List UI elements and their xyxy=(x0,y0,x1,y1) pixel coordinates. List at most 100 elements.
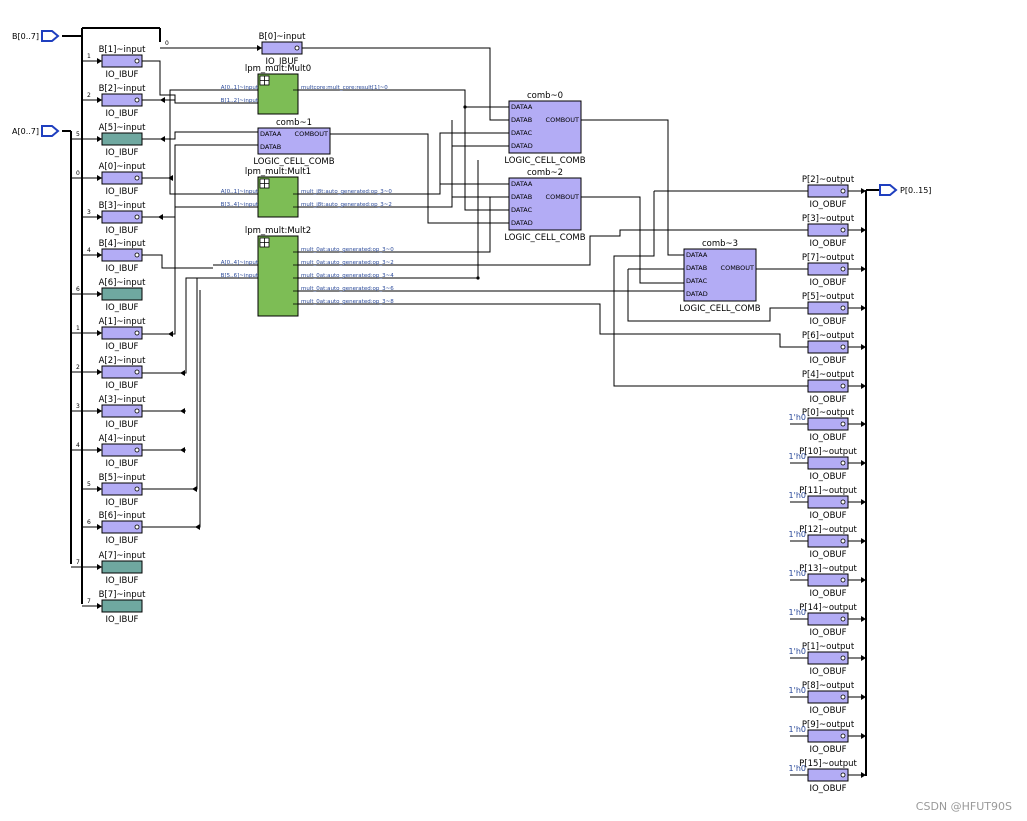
arrow-head xyxy=(168,331,173,337)
obuf-out-pin xyxy=(840,383,846,389)
wire xyxy=(142,290,201,528)
bit-tag: 5 xyxy=(76,131,80,138)
obuf-out-pin xyxy=(840,305,846,311)
port-p-output: P[0..15] xyxy=(879,184,931,196)
ibuf-name: B[2]~input xyxy=(99,84,147,94)
cell-input-pin: DATAA xyxy=(686,251,708,259)
cell-input-pin: DATAC xyxy=(511,129,533,137)
wire xyxy=(302,47,509,121)
ibuf-body xyxy=(101,365,143,379)
junction-dot xyxy=(476,276,480,280)
cell-input-pin: DATAD xyxy=(511,219,533,227)
cell-input-pin: DATAA xyxy=(260,130,282,138)
ibuf-name: B[7]~input xyxy=(99,590,147,600)
obuf-body xyxy=(807,223,849,237)
obuf-arrow xyxy=(861,655,866,661)
wire xyxy=(142,206,213,218)
obuf-name: P[15]~output xyxy=(799,759,857,769)
multiplier-input-label: B[3..4]~input xyxy=(221,202,259,208)
obuf-type: IO_OBUF xyxy=(809,395,846,405)
ibuf-body xyxy=(101,54,143,68)
arrow-head xyxy=(180,370,185,376)
ibuf-out-pin xyxy=(134,97,140,103)
ibuf-name: A[7]~input xyxy=(99,551,147,561)
ibuf-type: IO_IBUF xyxy=(106,303,139,313)
obuf-arrow xyxy=(861,772,866,778)
port-b-input-symbol xyxy=(41,30,60,42)
const-zero: 1'h0 xyxy=(789,686,806,695)
port-p-output-symbol xyxy=(879,184,898,196)
ibuf-type: IO_IBUF xyxy=(106,576,139,586)
obuf-type: IO_OBUF xyxy=(809,706,846,716)
obuf-name: P[6]~output xyxy=(802,331,855,341)
bit-tag: 2 xyxy=(87,92,91,99)
logic-cells: comb~1DATAADATABCOMBOUTLOGIC_CELL_COMBco… xyxy=(253,91,760,314)
ibuf-out-pin xyxy=(134,369,140,375)
ibuf-type: IO_IBUF xyxy=(106,615,139,625)
cell-body xyxy=(257,127,331,155)
obuf-body xyxy=(807,379,849,393)
cell-input-pin: DATAD xyxy=(686,290,708,298)
arrow-head xyxy=(168,175,173,181)
obuf-out-pin xyxy=(840,266,846,272)
arrow-head xyxy=(158,214,163,220)
ibuf-type: IO_IBUF xyxy=(106,342,139,352)
ibuf-body xyxy=(101,210,143,224)
ibuf-stub-arrow xyxy=(97,58,102,64)
obuf-out-pin xyxy=(840,694,846,700)
cell-body xyxy=(683,248,757,302)
wire xyxy=(581,119,684,256)
obuf-body xyxy=(807,612,849,626)
wire xyxy=(627,269,808,322)
cell-input-pin: DATAC xyxy=(511,206,533,214)
multiplier-output-label: mult_0at:auto_generated:op_3~6 xyxy=(301,286,394,292)
ibuf-out-pin xyxy=(294,45,300,51)
ibuf-out-pin xyxy=(134,524,140,530)
wire xyxy=(581,196,684,284)
obuf-arrow xyxy=(861,188,866,194)
obuf-body xyxy=(807,495,849,509)
obuf-type: IO_OBUF xyxy=(809,745,846,755)
multiplier-input-label: A[0..4]~input xyxy=(221,260,259,266)
multiplier-output-label: mult_j8t:auto_generated:op_3~2 xyxy=(301,202,392,208)
cell-name: comb~2 xyxy=(527,168,563,178)
ibuf-body xyxy=(101,404,143,418)
obuf-out-pin xyxy=(840,538,846,544)
obuf-type: IO_OBUF xyxy=(809,356,846,366)
bit-tag: 4 xyxy=(76,442,80,449)
ibuf-type: IO_IBUF xyxy=(106,187,139,197)
bit-tag: 2 xyxy=(76,364,80,371)
grid-icon-lines xyxy=(260,238,269,247)
bit-tag: 6 xyxy=(76,286,80,293)
obuf-name: P[14]~output xyxy=(799,603,857,613)
cell-input-pin: DATAA xyxy=(511,180,533,188)
obuf-type: IO_OBUF xyxy=(809,317,846,327)
obuf-name: P[2]~output xyxy=(802,175,855,185)
multiplier-name: lpm_mult:Mult0 xyxy=(245,64,311,74)
obuf-body xyxy=(807,340,849,354)
obuf-body xyxy=(807,184,849,198)
obuf-arrow xyxy=(861,421,866,427)
multiplier-input-label: B[1..2]~input xyxy=(221,98,259,104)
multiplier-output-label: mult_0at:auto_generated:op_3~0 xyxy=(301,247,394,253)
bit-tag: 1 xyxy=(76,325,80,332)
ibuf-stub-arrow xyxy=(97,447,102,453)
obuf-type: IO_OBUF xyxy=(809,784,846,794)
ibuf-name: A[0]~input xyxy=(99,162,147,172)
obuf-arrow xyxy=(861,266,866,272)
port-b-input-label: B[0..7] xyxy=(12,32,39,41)
multiplier-output-label: multcore:mult_core:result[1]~0 xyxy=(301,85,388,91)
ibuf-type: IO_IBUF xyxy=(106,459,139,469)
multiplier-output-label: mult_0at:auto_generated:op_3~8 xyxy=(301,299,394,305)
ibuf-stub-arrow xyxy=(97,603,102,609)
